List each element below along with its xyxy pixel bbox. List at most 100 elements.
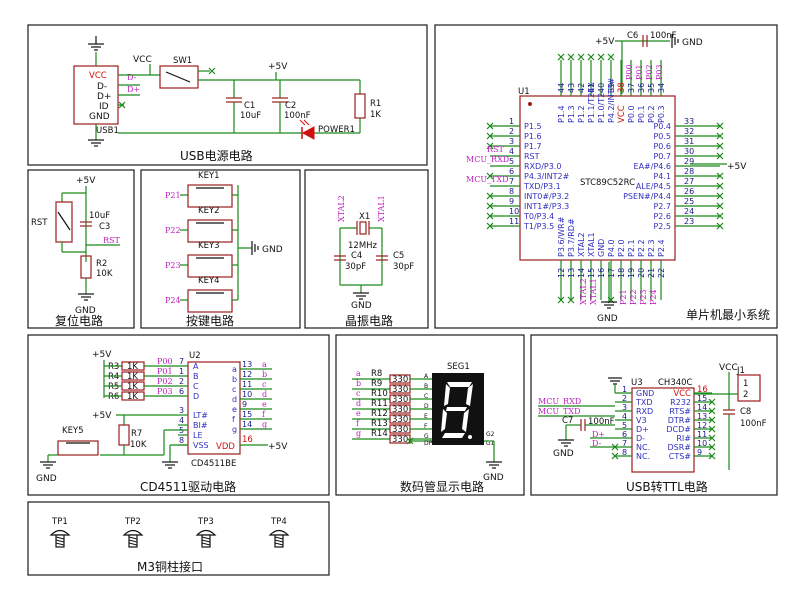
- pin-label: LE: [193, 431, 203, 440]
- pin-number: 23: [684, 217, 694, 226]
- pin-number: 4: [509, 147, 514, 156]
- test-point-ref: TP4: [270, 517, 287, 527]
- r7-value: 10K: [130, 440, 147, 450]
- c1-ref: C1: [244, 101, 255, 111]
- screw-thread: [201, 539, 211, 543]
- resistor-value: 330: [392, 395, 408, 405]
- mcu-ref: U1: [518, 87, 530, 97]
- screw-thread: [55, 536, 65, 540]
- net-label: P21: [619, 289, 628, 305]
- gnd-symbol: [88, 36, 104, 51]
- pin-number: 43: [567, 83, 576, 93]
- pin-number: 4: [622, 412, 627, 421]
- mcu-title: 单片机最小系统: [686, 308, 770, 322]
- pin-number: 3: [509, 137, 514, 146]
- gnd-symbol: [671, 34, 679, 48]
- pin-number: 3: [622, 403, 627, 412]
- resistor-ref: R13: [371, 419, 388, 429]
- c6-value: 100nF: [650, 31, 677, 41]
- seg-gnd-label: GND: [483, 473, 504, 483]
- pin-number: 13: [697, 412, 707, 421]
- pin-number: 42: [577, 83, 586, 93]
- pin-number: 44: [557, 83, 566, 93]
- m3-title: M3铜柱接口: [137, 559, 203, 574]
- pin-number: 24: [684, 207, 694, 216]
- pin-number: 14: [697, 403, 707, 412]
- pin-label: XTAL1: [587, 232, 596, 257]
- pin-label: P4.2/INT3#: [607, 77, 616, 123]
- j1-pin1: 1: [743, 379, 748, 389]
- pin-label: P4.3/INT2#: [524, 172, 570, 181]
- pin-number: 41: [587, 83, 596, 93]
- screw-head-icon: [122, 529, 144, 536]
- mcu-gnd-label: GND: [682, 38, 703, 48]
- net-label: P02: [157, 377, 173, 386]
- pin-label: c: [232, 385, 236, 394]
- pin-label: P4.0: [607, 239, 616, 257]
- net-label: P24: [165, 296, 181, 305]
- net-label: XTAL2: [579, 278, 588, 305]
- resistor-ref: R6: [108, 392, 119, 402]
- c3-ref: C3: [99, 222, 110, 232]
- pin-label: DTR#: [668, 416, 692, 425]
- pin-label: d: [232, 395, 237, 404]
- gnd-symbol: [558, 439, 574, 447]
- pin-label: RXD: [636, 407, 653, 416]
- resistor-value: 330: [392, 375, 408, 385]
- pin-number: 13: [567, 268, 576, 278]
- j1-connector: [737, 374, 761, 402]
- pin-label: D: [193, 392, 199, 401]
- resistor-value: 1K: [127, 392, 138, 402]
- net-label: e: [262, 400, 267, 409]
- pin-label: P2.1: [627, 239, 636, 257]
- pin-number: 39: [607, 83, 616, 93]
- pin-label: P1.5: [524, 122, 542, 131]
- keys-gnd-label: GND: [262, 245, 283, 255]
- pin-number: 11: [242, 380, 252, 389]
- segment-pin: C: [424, 393, 428, 400]
- pin-number: 3: [179, 406, 184, 415]
- reset-title: 复位电路: [55, 313, 103, 328]
- pin-label: T0/P3.4: [523, 212, 554, 221]
- resistor-ref: R3: [108, 362, 119, 372]
- j1-pin2: 2: [743, 390, 748, 400]
- net-label: XTAL1: [377, 195, 386, 222]
- pin-number: 36: [637, 83, 646, 93]
- key-switch: [187, 289, 233, 313]
- seg-dp: DP: [424, 440, 433, 447]
- pin-label: b: [232, 375, 237, 384]
- pin-number: 6: [622, 430, 627, 439]
- pin-label: RTS#: [669, 407, 691, 416]
- pin-label: e: [232, 405, 237, 414]
- usb-pin-id: ID: [99, 102, 109, 112]
- pin-number: 10: [697, 439, 707, 448]
- pin-number: 20: [637, 268, 646, 278]
- pin-label: P1.7: [524, 142, 542, 151]
- net-label: P03: [157, 387, 173, 396]
- gnd-symbol: [486, 461, 502, 469]
- net-label: P23: [165, 261, 181, 270]
- pin-number: 14: [242, 420, 252, 429]
- usb-power-circuit: USB电源电路 VCC D- D+ ID GND USB1 D- D+ VCC …: [27, 24, 428, 166]
- pin-number: 26: [684, 187, 694, 196]
- pin-number: 29: [684, 157, 694, 166]
- screw-thread: [128, 542, 138, 546]
- resistor-value: 330: [392, 415, 408, 425]
- screw-head-icon: [195, 529, 217, 536]
- net-label: P21: [165, 191, 181, 200]
- pin-number: 7: [622, 439, 627, 448]
- u2-part: CD4511BE: [191, 459, 236, 469]
- ch340-gnd-label: GND: [553, 449, 574, 459]
- crystal-freq: 12MHz: [348, 241, 378, 251]
- key-switch: [187, 254, 233, 278]
- pin-label: GND: [636, 389, 654, 398]
- pin-label: C: [193, 382, 199, 391]
- pin-number: 19: [627, 268, 636, 278]
- r2-value: 10K: [96, 269, 113, 279]
- test-point-ref: TP2: [124, 517, 141, 527]
- pin-number: 5: [509, 157, 514, 166]
